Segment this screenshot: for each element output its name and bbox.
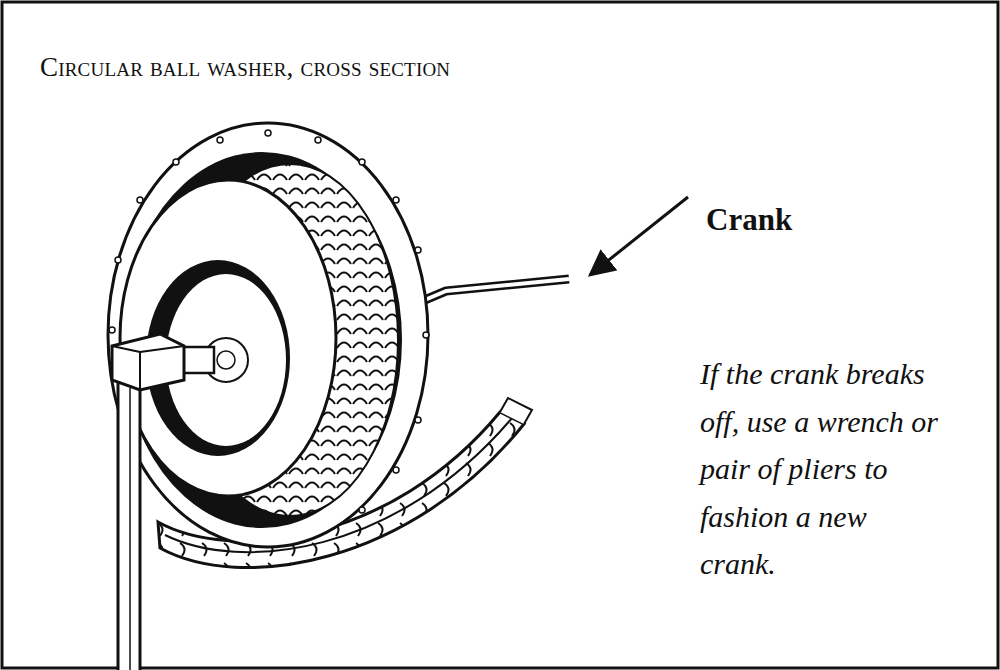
stand-post <box>118 382 140 670</box>
part-label: Crank <box>706 202 792 238</box>
stand-post-edge <box>129 388 131 670</box>
diagram-title: Circular ball washer, cross section <box>40 52 450 83</box>
axle-block-edge <box>139 352 141 390</box>
trough-end <box>500 398 532 424</box>
axle-block-edge <box>112 346 140 352</box>
leader-arrow <box>590 197 688 275</box>
note-text: If the crank breaks off, use a wrench or… <box>700 350 940 588</box>
outer-flange <box>108 123 428 547</box>
axle-block-edge <box>140 346 184 352</box>
crank-handle-fill <box>420 279 569 302</box>
axle-hole <box>217 351 235 369</box>
axle-block <box>112 334 184 390</box>
crank-handle <box>420 279 569 302</box>
